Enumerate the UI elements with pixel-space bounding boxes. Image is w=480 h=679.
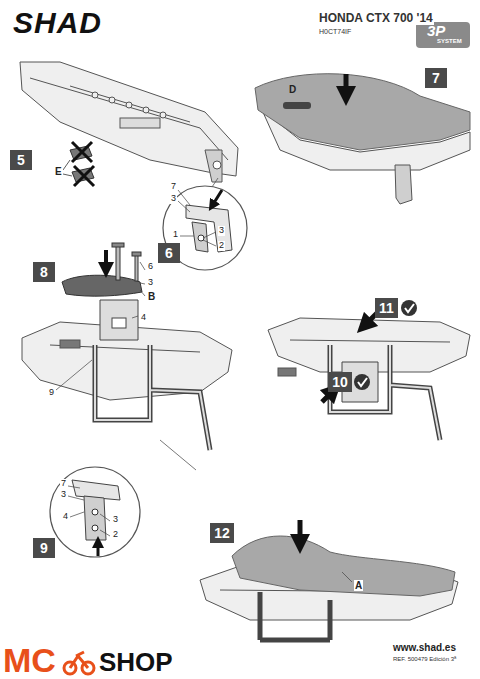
pannier-rail-highlight — [330, 345, 440, 440]
press-arrow — [344, 74, 349, 96]
reference: REF. 500479 Edición 3ª — [392, 656, 457, 663]
step-number: 8 — [33, 262, 55, 282]
callout-number: 6 — [147, 262, 154, 272]
callout-number: 2 — [112, 530, 119, 540]
step-label: 11 — [379, 301, 394, 315]
bolt — [112, 243, 141, 281]
step-number: 10 — [328, 372, 352, 392]
step-label: 8 — [40, 265, 48, 279]
model-title: HONDA CTX 700 '14 — [318, 12, 434, 25]
step-number: 6 — [158, 243, 180, 263]
system-badge-text: 3P — [426, 23, 446, 40]
motorbike-icon — [64, 652, 94, 674]
step-label: 7 — [432, 71, 440, 85]
callout-number: 9 — [48, 388, 55, 398]
callout-number: 1 — [172, 230, 179, 240]
brand-logo: SHAD — [12, 6, 103, 39]
callout-number: 3 — [112, 515, 119, 525]
leader-line — [342, 572, 352, 582]
callout-number: 4 — [140, 313, 147, 323]
callout-number: 3 — [170, 194, 177, 204]
step-label: 10 — [332, 375, 348, 389]
watermark: MC — [2, 642, 57, 679]
leader-line — [56, 262, 145, 390]
leader-line — [63, 160, 72, 176]
callout-number: 3 — [218, 226, 225, 236]
plate-hole — [112, 318, 126, 328]
pannier-rail — [260, 592, 330, 640]
seat-slot — [283, 102, 311, 109]
check-mark — [354, 300, 417, 390]
callout-number: 3 — [147, 278, 154, 288]
part-letter: E — [54, 166, 63, 177]
pannier-rail — [330, 345, 440, 440]
step-label: 12 — [214, 526, 230, 540]
callout-number: 7 — [60, 479, 67, 489]
watermark: SHOP — [98, 648, 174, 677]
part-letter: A — [354, 580, 363, 591]
step-number: 7 — [425, 68, 447, 88]
callout-number: 2 — [218, 241, 225, 251]
system-badge — [416, 22, 470, 48]
press-arrow — [298, 520, 303, 544]
system-badge-text: SYSTEM — [436, 38, 463, 45]
callout-number: 7 — [170, 182, 177, 192]
product-code: H0CT74IF — [318, 28, 352, 36]
website: www.shad.es — [392, 642, 457, 653]
detail-circle — [50, 467, 140, 557]
remove-cross — [72, 142, 94, 186]
mounting-plate — [100, 300, 138, 340]
leader-line — [160, 440, 196, 470]
step-number: 12 — [210, 523, 234, 543]
part-letter: D — [288, 84, 297, 95]
step-label: 5 — [17, 153, 25, 167]
callout-number: 3 — [60, 490, 67, 500]
step-label: 9 — [40, 541, 48, 555]
callout-number: 4 — [62, 512, 69, 522]
step-number: 11 — [375, 298, 398, 318]
part-letter: B — [147, 291, 156, 302]
pannier-rail — [95, 345, 210, 450]
step-label: 6 — [165, 246, 173, 260]
seat — [232, 536, 455, 596]
tail-subframe — [20, 62, 238, 182]
grab-rail — [62, 275, 142, 296]
press-arrow — [104, 250, 108, 270]
pannier-rail-highlight — [95, 345, 210, 450]
step-number: 9 — [33, 538, 55, 558]
step-number: 5 — [10, 150, 32, 170]
